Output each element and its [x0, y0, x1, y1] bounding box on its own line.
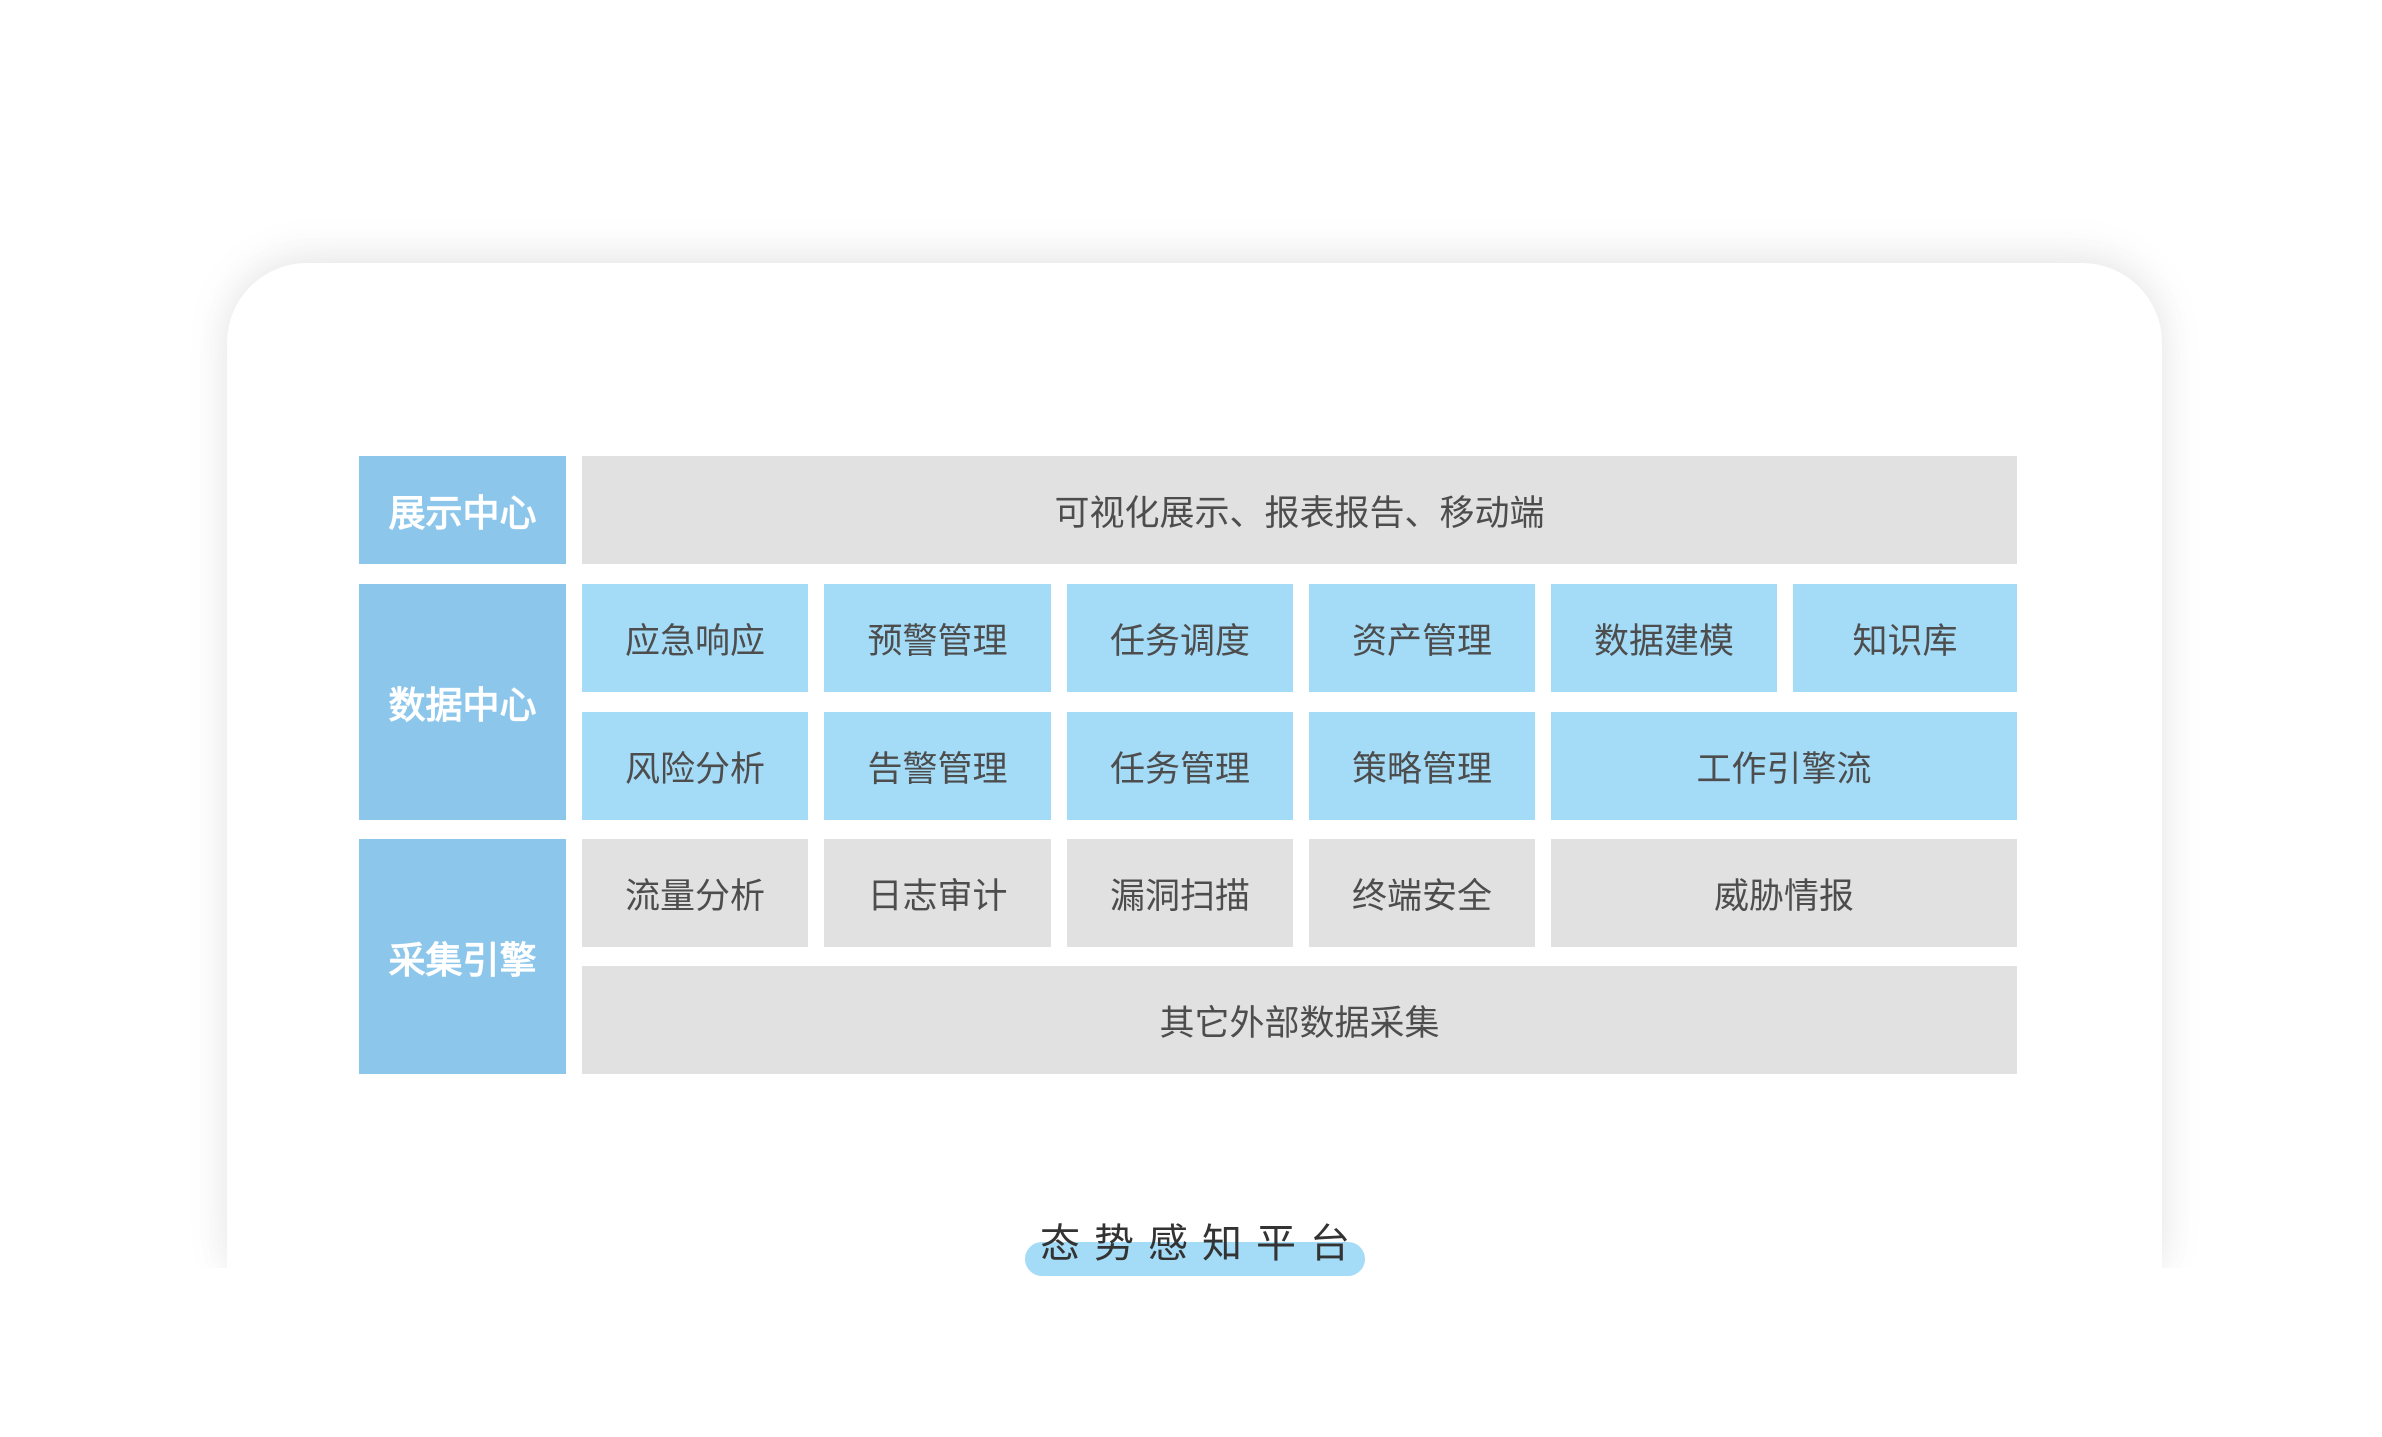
card-bottom-fade: [150, 1268, 2240, 1437]
collect-item-log-audit: 日志审计: [824, 839, 1051, 947]
data-item-policy-management: 策略管理: [1309, 712, 1535, 820]
data-item-task-management: 任务管理: [1067, 712, 1293, 820]
data-item-data-modeling: 数据建模: [1551, 584, 1777, 692]
label-display-center: 展示中心: [359, 456, 566, 564]
label-collection-engine: 采集引擎: [359, 839, 566, 1074]
collect-item-external-data: 其它外部数据采集: [582, 966, 2017, 1074]
data-item-risk-analysis: 风险分析: [582, 712, 808, 820]
platform-title-badge: 态势感知平台: [1025, 1216, 1365, 1276]
collect-item-traffic-analysis: 流量分析: [582, 839, 808, 947]
platform-title-pill: [1025, 1242, 1365, 1276]
data-item-task-scheduling: 任务调度: [1067, 584, 1293, 692]
collect-item-threat-intelligence: 威胁情报: [1551, 839, 2017, 947]
data-item-warning-management: 预警管理: [824, 584, 1051, 692]
data-item-alert-management: 告警管理: [824, 712, 1051, 820]
label-data-center: 数据中心: [359, 584, 566, 820]
collect-item-vulnerability-scan: 漏洞扫描: [1067, 839, 1293, 947]
data-item-knowledge-base: 知识库: [1793, 584, 2017, 692]
data-item-workflow-engine: 工作引擎流: [1551, 712, 2017, 820]
collect-item-endpoint-security: 终端安全: [1309, 839, 1535, 947]
display-item-visualization: 可视化展示、报表报告、移动端: [582, 456, 2017, 564]
data-item-asset-management: 资产管理: [1309, 584, 1535, 692]
data-item-emergency-response: 应急响应: [582, 584, 808, 692]
platform-title: 态势感知平台: [1040, 1221, 1364, 1267]
